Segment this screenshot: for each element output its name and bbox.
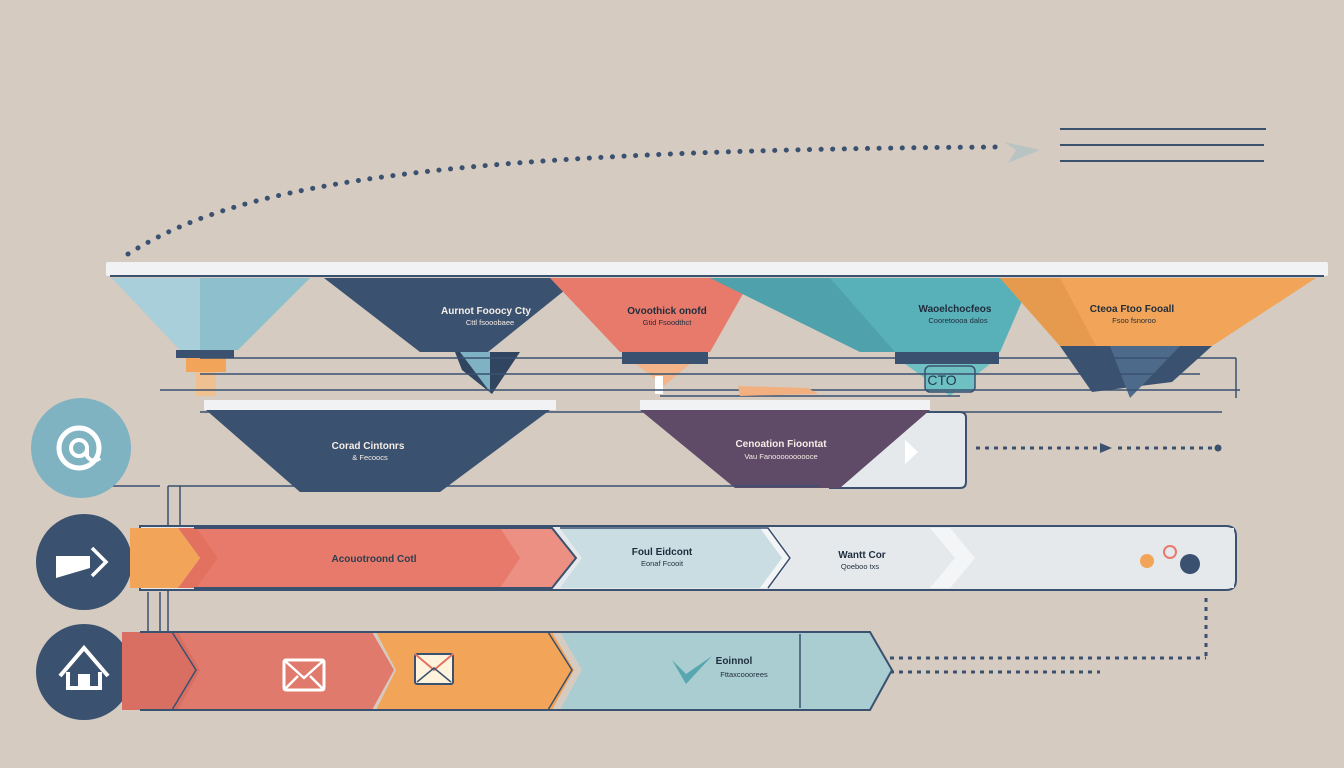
funnel-3-title: Ovoothick onofd [627, 306, 706, 317]
funnel-5: Cteoa Ftoo Fooall Fsoo fsnoroo [1000, 278, 1316, 398]
connector-lines [160, 357, 1240, 413]
row1-seg2-subtitle: Eonaf Fcooit [641, 559, 684, 568]
funnel-5-subtitle: Fsoo fsnoroo [1112, 316, 1156, 325]
row1-seg2-title: Foul Eidcont [632, 547, 693, 558]
row1-seg3 [770, 528, 1234, 588]
row2-banner: Eoinnol Fttaxcooorees [122, 631, 894, 711]
funnel-4: Waoelchocfeos Cooretoooa dalos [710, 278, 1032, 396]
middle-dotted-arrow [976, 443, 1222, 453]
row1-seg1-coral [194, 528, 576, 588]
funnel-3-subtitle: Gtid Fsoodthct [643, 318, 693, 327]
funnel-5-title: Cteoa Ftoo Fooall [1090, 304, 1175, 315]
funnel-4-subtitle: Cooretoooa dalos [928, 316, 987, 325]
funnel-1 [112, 278, 310, 396]
decorative-lines [1060, 128, 1266, 162]
row2-seg2-orange [376, 632, 574, 710]
middle-funnel-1-subtitle: & Fecoocs [352, 453, 388, 462]
dotted-arc-connector [125, 144, 1008, 257]
top-rail [106, 262, 1328, 276]
funnel-2-subtitle: Cttl fsooobaee [466, 318, 514, 327]
row2-seg3-teal [560, 632, 892, 710]
funnel-2: Aurnot Fooocy Cty Cttl fsooobaee [324, 278, 580, 394]
dots-icon [1140, 545, 1200, 574]
circle-home-icon [36, 624, 132, 720]
middle-funnel-row: Corad Cintonrs & Fecoocs Cenoation Fioon… [204, 400, 967, 492]
circle-arrow-right-icon [36, 514, 132, 610]
middle-funnel-2-title: Cenoation Fioontat [735, 439, 827, 450]
funnel-2-title: Aurnot Fooocy Cty [441, 306, 531, 317]
row2-label-title: Eoinnol [716, 656, 753, 667]
row1-seg0-orange [130, 528, 200, 588]
middle-funnel-1 [206, 410, 550, 492]
circle-at-icon [31, 398, 131, 498]
middle-funnel-2-subtitle: Vau Fanoooooooooce [744, 452, 817, 461]
arrowhead-icon [1004, 142, 1040, 163]
row1-seg3-title: Wantt Cor [838, 550, 886, 561]
funnel-4-title: Waoelchocfeos [919, 304, 992, 315]
top-funnel-row: Aurnot Fooocy Cty Cttl fsooobaee Ovoothi… [112, 278, 1316, 398]
middle-funnel-2 [640, 410, 930, 488]
right-dotted-connector [890, 598, 1208, 674]
mail-icon [282, 658, 326, 692]
row1-banner: Acouotroond Cotl Foul Eidcont Eonaf Fcoo… [130, 525, 1237, 591]
open-mail-icon [414, 653, 454, 685]
cto-badge: CTO [924, 365, 976, 393]
middle-funnel-1-title: Corad Cintonrs [332, 441, 405, 452]
check-icon [672, 656, 712, 684]
cto-badge-text: CTO [927, 372, 956, 388]
funnel-3: Ovoothick onofd Gtid Fsoodthct [550, 278, 752, 394]
row2-label-subtitle: Fttaxcooorees [720, 670, 768, 679]
row1-seg2 [560, 528, 790, 588]
row1-main-label: Acouotroond Cotl [332, 554, 417, 565]
row2-seg1-coral [122, 632, 394, 710]
small-arrow [738, 386, 818, 396]
row1-seg3-subtitle: Qoeboo txs [841, 562, 880, 571]
